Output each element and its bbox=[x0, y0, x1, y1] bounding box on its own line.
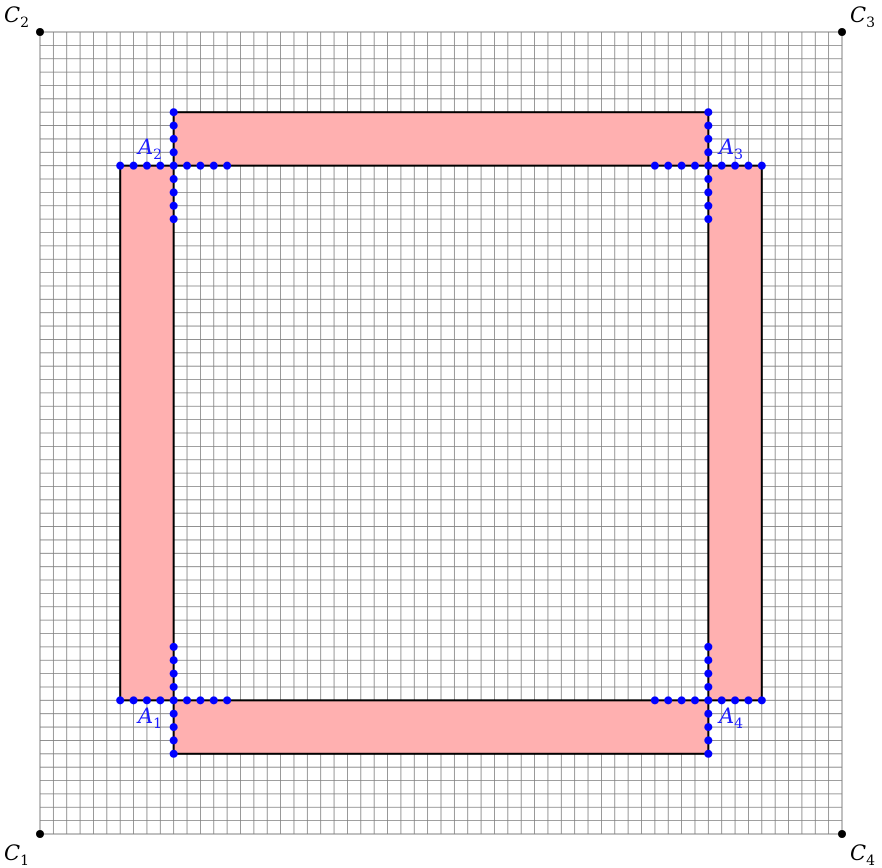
boundary-dot bbox=[169, 656, 178, 665]
corner-dot-4 bbox=[838, 830, 846, 838]
boundary-dot bbox=[650, 161, 659, 170]
boundary-dot bbox=[704, 148, 713, 157]
boundary-dot bbox=[183, 161, 192, 170]
vertex-label-a3: A3 bbox=[717, 135, 743, 163]
boundary-dot bbox=[704, 161, 713, 170]
boundary-dot bbox=[731, 696, 740, 705]
boundary-dot bbox=[704, 709, 713, 718]
boundary-dot bbox=[209, 161, 218, 170]
boundary-dot bbox=[717, 696, 726, 705]
corner-label-c4: C4 bbox=[850, 841, 875, 868]
boundary-dot bbox=[169, 642, 178, 651]
boundary-dot bbox=[156, 696, 165, 705]
boundary-dot bbox=[223, 696, 232, 705]
pink-bands bbox=[119, 111, 763, 755]
background-grid bbox=[39, 31, 843, 835]
boundary-dot bbox=[704, 682, 713, 691]
boundary-dot bbox=[142, 161, 151, 170]
boundary-dot bbox=[704, 723, 713, 732]
boundary-dot bbox=[664, 696, 673, 705]
boundary-dot bbox=[169, 669, 178, 678]
boundary-dot bbox=[169, 188, 178, 197]
boundary-dot bbox=[183, 696, 192, 705]
top-band bbox=[172, 111, 710, 167]
right-band bbox=[707, 164, 763, 702]
boundary-dot bbox=[650, 696, 659, 705]
bottom-band bbox=[172, 699, 710, 755]
boundary-dot bbox=[704, 175, 713, 184]
boundary-dot bbox=[169, 121, 178, 130]
boundary-dot bbox=[169, 709, 178, 718]
boundary-dot bbox=[169, 696, 178, 705]
boundary-dot bbox=[169, 148, 178, 157]
grid-border bbox=[39, 31, 843, 835]
corner-label-c2: C2 bbox=[4, 3, 29, 31]
boundary-dot bbox=[690, 161, 699, 170]
vertex-label-a1: A1 bbox=[136, 704, 162, 732]
boundary-dot bbox=[704, 669, 713, 678]
corner-label-c1: C1 bbox=[4, 841, 29, 868]
boundary-dot bbox=[169, 723, 178, 732]
corner-dot-1 bbox=[36, 28, 44, 36]
boundary-dot bbox=[757, 696, 766, 705]
boundary-dot bbox=[169, 161, 178, 170]
boundary-dot bbox=[690, 696, 699, 705]
corner-label-c3: C3 bbox=[850, 3, 875, 31]
boundary-dot bbox=[704, 736, 713, 745]
corner-dot-3 bbox=[36, 830, 44, 838]
boundary-dot bbox=[169, 175, 178, 184]
boundary-dot bbox=[209, 696, 218, 705]
boundary-dot bbox=[169, 201, 178, 210]
boundary-dot bbox=[196, 161, 205, 170]
boundary-dot bbox=[744, 696, 753, 705]
boundary-dot bbox=[142, 696, 151, 705]
boundary-dot bbox=[116, 161, 125, 170]
boundary-dot bbox=[169, 134, 178, 143]
boundary-dot bbox=[116, 696, 125, 705]
boundary-dot bbox=[704, 201, 713, 210]
boundary-dots bbox=[36, 28, 846, 838]
boundary-dot bbox=[169, 108, 178, 117]
boundary-dot bbox=[744, 161, 753, 170]
boundary-dot bbox=[757, 161, 766, 170]
boundary-dot bbox=[704, 696, 713, 705]
vertex-label-a2: A2 bbox=[136, 135, 162, 163]
boundary-dot bbox=[704, 642, 713, 651]
vertex-label-a4: A4 bbox=[717, 704, 743, 732]
boundary-dot bbox=[169, 749, 178, 758]
boundary-dot bbox=[664, 161, 673, 170]
boundary-dot bbox=[731, 161, 740, 170]
corner-dot-2 bbox=[838, 28, 846, 36]
boundary-dot bbox=[129, 161, 138, 170]
boundary-dot bbox=[717, 161, 726, 170]
boundary-dot bbox=[677, 161, 686, 170]
boundary-dot bbox=[169, 736, 178, 745]
boundary-dot bbox=[129, 696, 138, 705]
boundary-dot bbox=[704, 134, 713, 143]
boundary-dot bbox=[704, 215, 713, 224]
boundary-dot bbox=[169, 215, 178, 224]
boundary-dot bbox=[223, 161, 232, 170]
boundary-dot bbox=[704, 121, 713, 130]
boundary-dot bbox=[196, 696, 205, 705]
boundary-dot bbox=[677, 696, 686, 705]
left-band bbox=[119, 164, 175, 702]
boundary-dot bbox=[704, 749, 713, 758]
boundary-dot bbox=[156, 161, 165, 170]
boundary-dot bbox=[704, 656, 713, 665]
boundary-dot bbox=[704, 108, 713, 117]
boundary-dot bbox=[704, 188, 713, 197]
boundary-dot bbox=[169, 682, 178, 691]
